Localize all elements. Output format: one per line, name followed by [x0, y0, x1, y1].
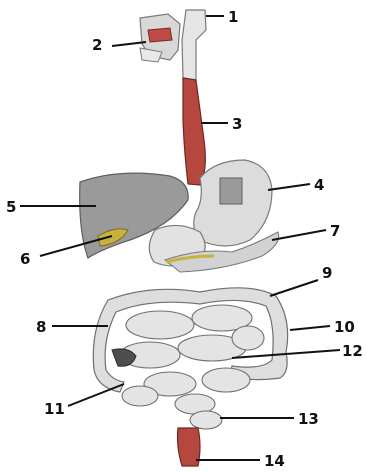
label-2: 2 [92, 36, 102, 54]
label-5: 5 [6, 198, 16, 216]
label-9: 9 [322, 264, 332, 282]
label-4: 4 [314, 176, 324, 194]
label-14: 14 [264, 452, 285, 470]
label-7: 7 [330, 222, 340, 240]
label-1: 1 [228, 8, 238, 26]
label-11: 11 [44, 400, 65, 418]
label-12: 12 [342, 342, 363, 360]
label-13: 13 [298, 410, 319, 428]
esophagus [183, 78, 205, 185]
label-10: 10 [334, 318, 355, 336]
pharynx [140, 10, 206, 80]
label-6: 6 [20, 250, 30, 268]
label-8: 8 [36, 318, 46, 336]
label-3: 3 [232, 115, 242, 133]
